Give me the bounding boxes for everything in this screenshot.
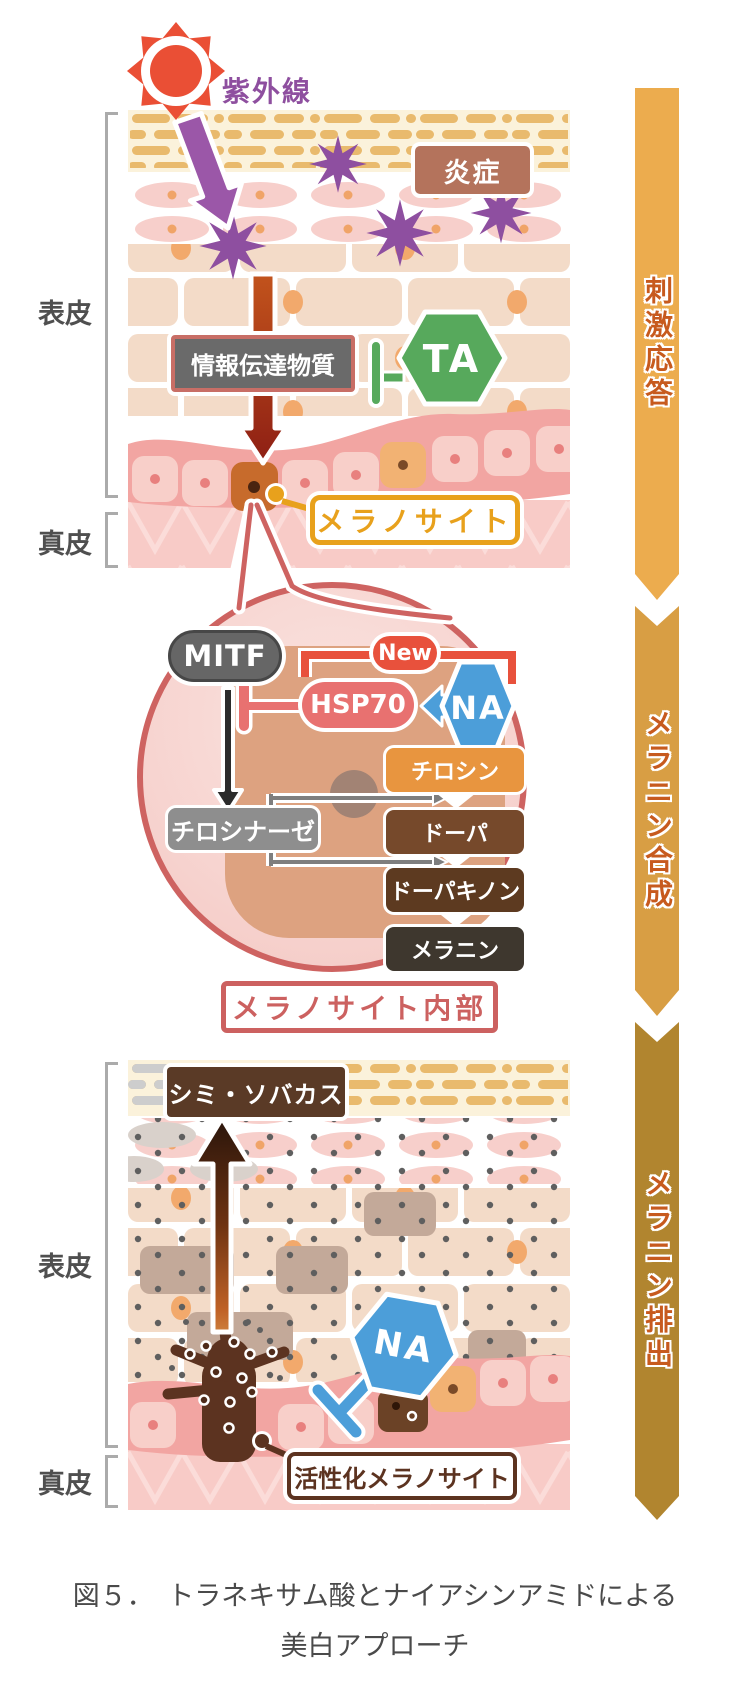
sidebar-label-stimulus-response: 刺激応答 (641, 276, 674, 412)
melanocyte-callout-dot (268, 486, 284, 502)
epidermis-bracket-top (105, 112, 118, 498)
new-badge: New (373, 636, 437, 670)
basal-cells (132, 426, 570, 506)
hsp70-badge: HSP70 (302, 682, 414, 728)
chain-chevron-3 (436, 911, 476, 927)
epidermis-bracket-bottom (105, 1062, 118, 1448)
sidebar-segment-melanin-synthesis: メラニン合成 (635, 606, 679, 1016)
figure-caption-line1: 図５． トラネキサム酸とナイアシンアミドによる (72, 1581, 678, 1612)
signal-substance-badge: 情報伝達物質 (171, 335, 355, 392)
ta-hexagon (396, 309, 508, 407)
callout-funnel (229, 498, 457, 625)
bottom-skin-illustration: NA (128, 1060, 570, 1510)
uv-arrow-icon (172, 111, 244, 231)
chain-dopaquinone: ドーパキノン (386, 868, 524, 912)
sidebar-label-melanin-excretion: メラニン排出 (641, 1169, 674, 1373)
sidebar-label-melanin-synthesis: メラニン合成 (641, 709, 674, 913)
tyrosinase-badge: チロシナーゼ (168, 808, 318, 850)
chain-chevron-2 (436, 852, 476, 868)
na-inhibit-bar-icon-bottom (312, 1384, 362, 1438)
ta-label: TA (423, 337, 481, 381)
activated-melanocyte-cell (162, 1316, 290, 1462)
inflammation-badge: 炎症 (415, 146, 530, 194)
epidermis-label-top: 表皮 (38, 299, 92, 330)
dermis-label-bottom: 真皮 (38, 1469, 92, 1500)
sun-icon (127, 22, 225, 120)
spots-freckles-badge: シミ・ソバカス (167, 1067, 345, 1117)
na-label-middle: NA (450, 689, 506, 727)
ta-inhibit-bar-icon (368, 338, 384, 408)
chain-melanin: メラニン (386, 927, 524, 971)
melanocyte-interior-label: メラノサイト内部 (221, 981, 498, 1033)
melanocyte-label: メラノサイト (310, 495, 520, 545)
dermis-bracket-bottom (105, 1455, 118, 1508)
chain-dopa: ドーパ (386, 810, 524, 854)
chain-chevron-1 (436, 793, 476, 809)
chain-tyrosine: チロシン (386, 748, 524, 792)
figure-caption-line2: 美白アプローチ (280, 1631, 470, 1662)
sidebar-segment-stimulus-response: 刺激応答 (635, 88, 679, 600)
epidermis-label-bottom: 表皮 (38, 1252, 92, 1283)
dermis-label-top: 真皮 (38, 529, 92, 560)
mitf-down-arrow-icon (212, 686, 244, 814)
na-hexagon-bottom: NA (349, 1291, 459, 1401)
activated-melanocyte-label: 活性化メラノサイト (287, 1452, 517, 1500)
dermis-bracket-top (105, 512, 118, 568)
melanin-up-arrow-icon (191, 1115, 253, 1335)
uv-label: 紫外線 (222, 75, 313, 108)
mitf-badge: MITF (168, 630, 282, 682)
melanin-granule-dots (128, 1118, 570, 1380)
sun-core (150, 45, 202, 97)
sidebar-segment-melanin-excretion: メラニン排出 (635, 1022, 679, 1520)
